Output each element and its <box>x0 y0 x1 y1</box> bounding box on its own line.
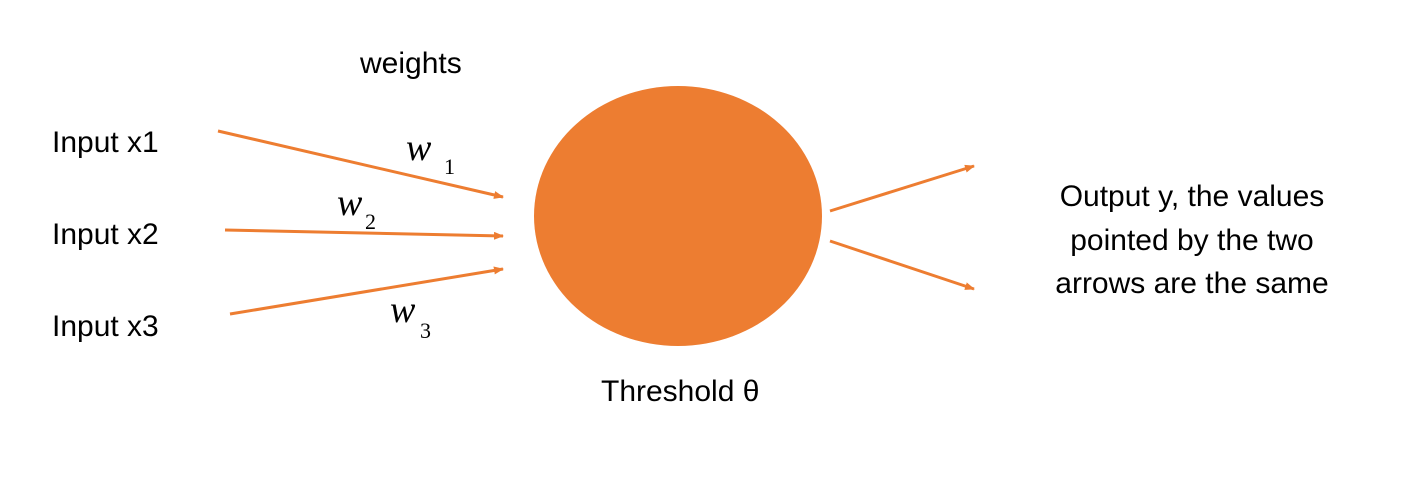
input-x1-arrow <box>217 129 504 199</box>
input-x3-label: Input x3 <box>52 310 159 343</box>
input-x1-label: Input x1 <box>52 126 159 159</box>
weight-w1-symbol: w <box>406 127 432 169</box>
weight-w3-label: w 3 <box>390 289 431 343</box>
output-description: Output y, the values pointed by the two … <box>1055 180 1328 300</box>
output-arrow-lower <box>829 239 975 291</box>
input-x2-label: Input x2 <box>52 218 159 251</box>
weight-w1-label: w 1 <box>406 127 455 179</box>
output-line-2: pointed by the two <box>1070 224 1314 257</box>
output-line-1: Output y, the values <box>1060 180 1325 213</box>
weight-w1-subscript: 1 <box>444 154 455 179</box>
weights-heading: weights <box>359 47 462 80</box>
output-arrow-upper <box>829 164 975 213</box>
threshold-label: Threshold θ <box>601 375 759 408</box>
neuron-circle <box>534 86 822 346</box>
input-x3-arrow <box>229 266 504 316</box>
input-x2-arrow <box>224 228 504 240</box>
weight-w2-label: w 2 <box>337 182 376 234</box>
weight-w2-subscript: 2 <box>365 209 376 234</box>
weight-w2-symbol: w <box>337 182 363 224</box>
weight-w3-subscript: 3 <box>420 318 431 343</box>
output-line-3: arrows are the same <box>1055 267 1328 300</box>
weight-w3-symbol: w <box>390 289 416 331</box>
